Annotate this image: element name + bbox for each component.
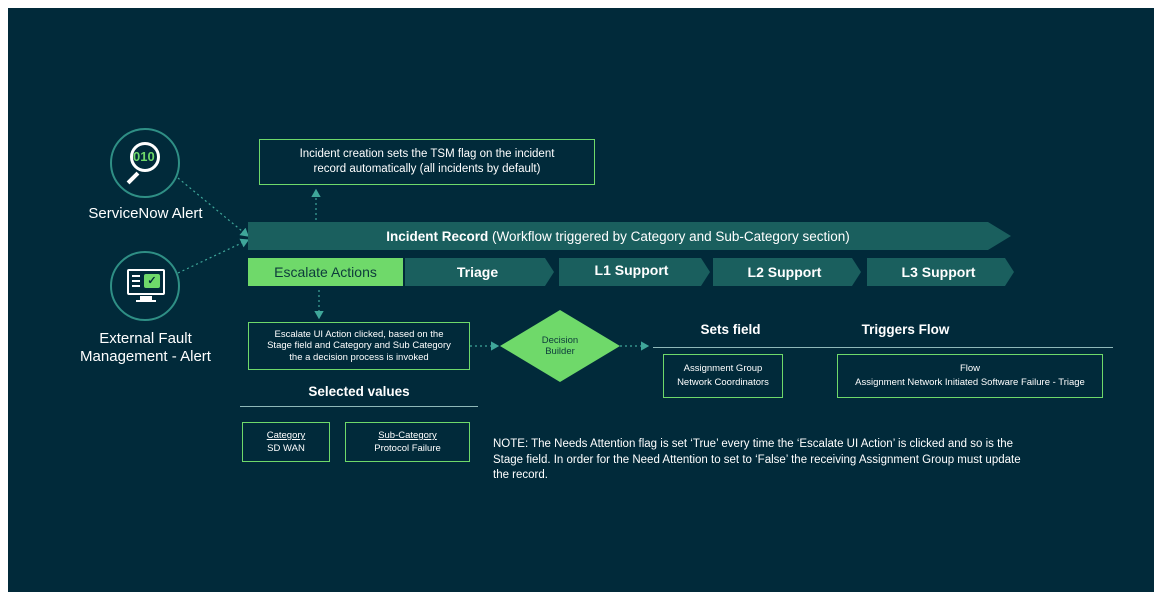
- decision-builder-label: Decision Builder: [520, 335, 600, 357]
- external-circle: ✓: [110, 251, 180, 321]
- decision-diamond: [500, 310, 620, 382]
- tsm-note-line2: record automatically (all incidents by d…: [313, 163, 541, 175]
- assignment-group-line2: Network Coordinators: [677, 377, 769, 388]
- tsm-note-line1: Incident creation sets the TSM flag on t…: [299, 148, 555, 160]
- stage-triage[interactable]: Triage: [456, 264, 499, 280]
- assignment-group-line1: Assignment Group: [683, 363, 763, 374]
- monitor-check-icon: ✓: [125, 267, 169, 307]
- servicenow-circle: 010: [110, 128, 180, 198]
- escalate-line2: Stage field and Category and Sub Categor…: [267, 340, 451, 352]
- decision-line1: Decision: [541, 335, 579, 346]
- stage-shape-triage: [405, 258, 554, 286]
- incident-record-title: Incident Record: [386, 229, 489, 244]
- connector-layer: [177, 177, 1014, 382]
- note-line3: the record.: [493, 469, 548, 481]
- external-alert-line1: External Fault: [99, 330, 192, 347]
- external-alert-line2: Management - Alert: [80, 348, 211, 365]
- flow-line1: Flow: [959, 363, 981, 374]
- triggers-flow-heading: Triggers Flow: [861, 322, 950, 337]
- subcategory-value: Protocol Failure: [374, 443, 441, 454]
- note-line2: Stage field. In order for the Need Atten…: [493, 453, 1021, 466]
- servicenow-alert-label: ServiceNow Alert: [88, 205, 203, 222]
- flow-line2: Assignment Network Initiated Software Fa…: [855, 377, 1085, 388]
- stage-shape-l1: [559, 258, 710, 286]
- magnifier-icon: 010: [122, 138, 172, 188]
- connector-servicenow: [177, 177, 249, 237]
- selected-values-divider: [240, 406, 478, 407]
- note-line1: NOTE: The Needs Attention flag is set ‘T…: [493, 438, 1014, 450]
- escalate-line1: Escalate UI Action clicked, based on the: [274, 328, 444, 340]
- decision-line2: Builder: [545, 346, 575, 357]
- category-label: Category: [266, 430, 306, 441]
- incident-record-subtitle: (Workflow triggered by Category and Sub-…: [488, 229, 850, 244]
- stage-escalate-actions[interactable]: Escalate Actions: [248, 258, 403, 286]
- stage-shape-l3: [867, 258, 1014, 286]
- stage-l1-support[interactable]: L1 Support: [594, 262, 669, 278]
- subcategory-box: Sub-Category Protocol Failure: [345, 422, 470, 462]
- incident-record-bar: [248, 222, 1011, 250]
- selected-values-heading: Selected values: [308, 384, 410, 399]
- sets-field-divider: [653, 347, 1113, 348]
- stage-l3-support[interactable]: L3 Support: [901, 264, 976, 280]
- diagram-canvas: 010 ServiceNow Alert ✓ External Fault Ma…: [8, 8, 1154, 592]
- code-010-text: 010: [133, 149, 155, 164]
- needs-attention-note: NOTE: The Needs Attention flag is set ‘T…: [493, 437, 1113, 484]
- flow-box: Flow Assignment Network Initiated Softwa…: [837, 354, 1103, 398]
- subcategory-label: Sub-Category: [378, 430, 437, 441]
- escalate-line3: the a decision process is invoked: [289, 351, 429, 363]
- assignment-group-box: Assignment Group Network Coordinators: [663, 354, 783, 398]
- connector-external: [177, 238, 250, 274]
- sets-field-heading: Sets field: [700, 322, 761, 337]
- escalate-ui-action-box: Escalate UI Action clicked, based on the…: [248, 322, 470, 370]
- stage-shape-l2: [713, 258, 861, 286]
- category-box: Category SD WAN: [242, 422, 330, 462]
- external-alert-label: External Fault Management - Alert: [48, 330, 243, 366]
- incident-record-label: Incident Record (Workflow triggered by C…: [248, 229, 988, 244]
- stage-l2-support[interactable]: L2 Support: [747, 264, 822, 280]
- category-value: SD WAN: [267, 443, 305, 454]
- tsm-flag-note-box: Incident creation sets the TSM flag on t…: [259, 139, 595, 185]
